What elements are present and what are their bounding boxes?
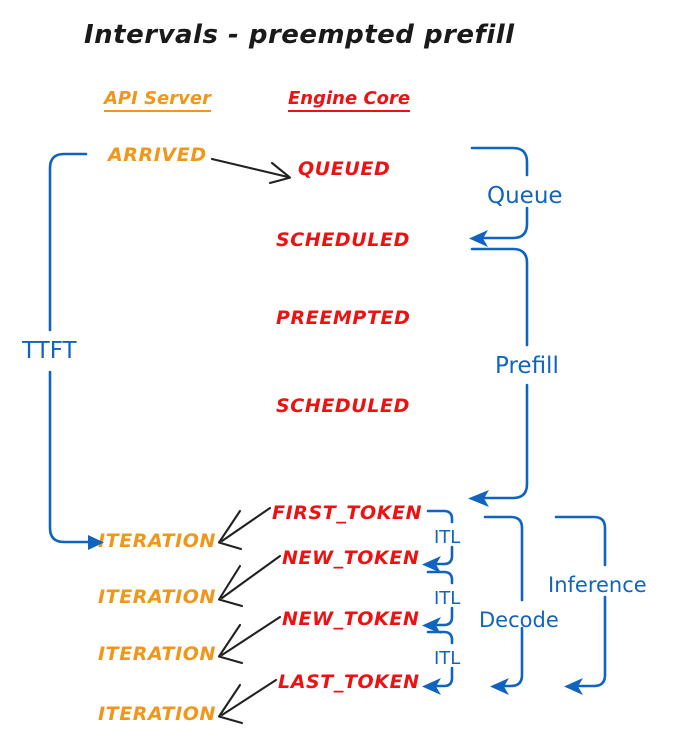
interval-label-itl-2: ITL <box>434 588 461 609</box>
event-new-token-2: NEW_TOKEN <box>282 608 420 630</box>
bracket-decode <box>483 515 524 695</box>
event-arrived: ARRIVED <box>108 144 207 166</box>
event-iteration-1: ITERATION <box>98 530 217 552</box>
event-scheduled-2: SCHEDULED <box>276 395 410 417</box>
event-last-token: LAST_TOKEN <box>278 671 420 693</box>
arrow-new-token-2-to-iteration <box>217 615 282 665</box>
bracket-inference <box>554 515 607 695</box>
event-iteration-4: ITERATION <box>98 703 217 725</box>
interval-label-ttft: TTFT <box>22 338 77 364</box>
interval-label-prefill: Prefill <box>495 353 559 379</box>
interval-label-decode: Decode <box>479 608 559 632</box>
interval-label-itl-1: ITL <box>434 527 461 548</box>
arrow-first-token-to-iteration <box>217 506 272 551</box>
arrow-arrived-to-queued <box>210 157 292 185</box>
event-iteration-3: ITERATION <box>98 643 217 665</box>
event-new-token-1: NEW_TOKEN <box>282 547 420 569</box>
arrow-last-token-to-iteration <box>217 678 278 725</box>
event-queued: QUEUED <box>298 158 391 180</box>
interval-label-queue: Queue <box>487 183 563 209</box>
event-first-token: FIRST_TOKEN <box>272 502 423 524</box>
event-scheduled-1: SCHEDULED <box>276 229 410 251</box>
interval-label-itl-3: ITL <box>434 648 461 669</box>
event-preempted: PREEMPTED <box>276 307 411 329</box>
event-iteration-2: ITERATION <box>98 586 217 608</box>
arrow-new-token-1-to-iteration <box>217 554 282 608</box>
interval-label-inference: Inference <box>548 573 647 597</box>
page-title: Intervals - preempted prefill <box>84 20 515 50</box>
column-header-api-server: API Server <box>104 89 211 112</box>
column-header-engine-core: Engine Core <box>288 89 411 112</box>
